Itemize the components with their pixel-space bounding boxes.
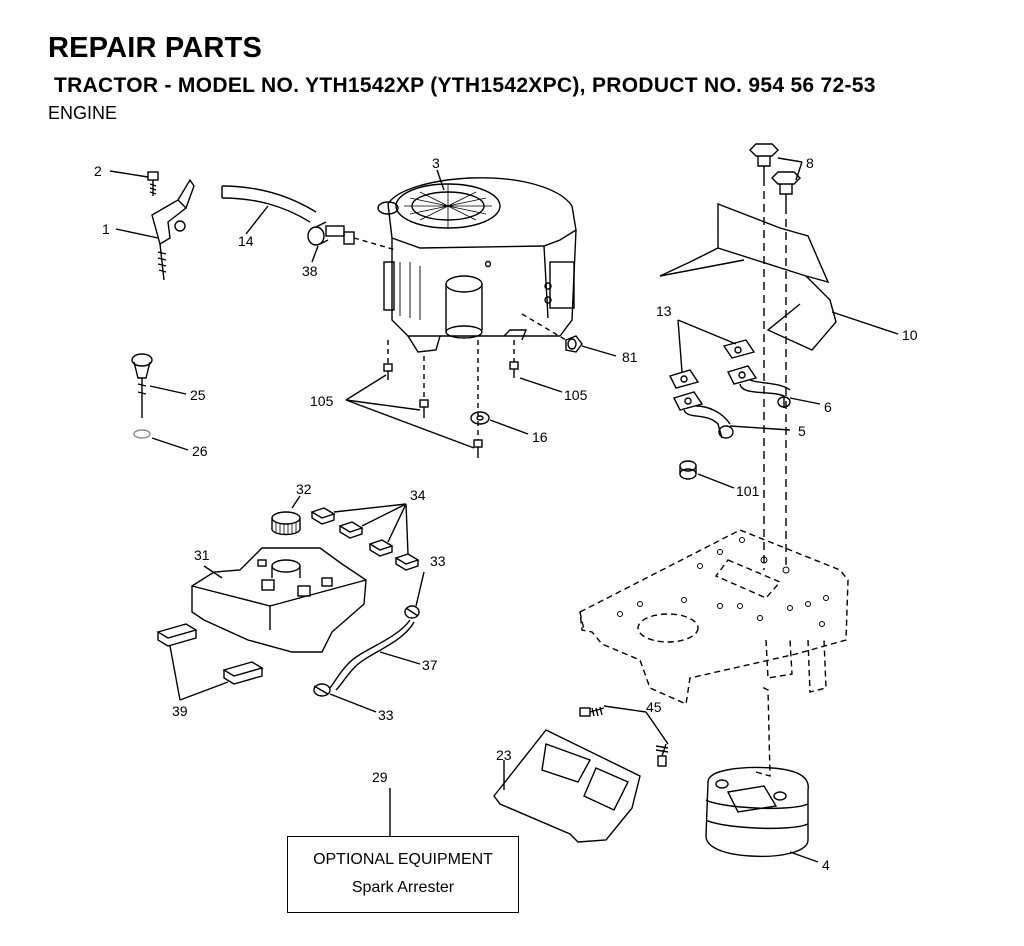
spark-arrester-bracket bbox=[493, 729, 641, 843]
callout-31: 31 bbox=[194, 547, 210, 563]
callout-6: 6 bbox=[824, 399, 832, 415]
callout-25: 25 bbox=[190, 387, 206, 403]
callout-26: 26 bbox=[192, 443, 208, 459]
leader-13 bbox=[677, 319, 737, 345]
spark-arrester-label: Spark Arrester bbox=[351, 879, 455, 896]
bushing-101 bbox=[679, 460, 697, 480]
leader-2 bbox=[109, 170, 149, 178]
callout-13: 13 bbox=[656, 303, 672, 319]
frame-holes bbox=[617, 537, 829, 627]
leader-105b bbox=[519, 377, 563, 393]
leader-6 bbox=[789, 397, 821, 405]
leader-39 bbox=[169, 645, 181, 701]
leader-33b bbox=[329, 693, 377, 713]
callout-2: 2 bbox=[94, 163, 102, 179]
leader-3 bbox=[436, 169, 445, 191]
leader-4 bbox=[789, 851, 819, 863]
fuel-line-37 bbox=[329, 619, 415, 691]
callout-38: 38 bbox=[302, 263, 318, 279]
callout-10: 10 bbox=[902, 327, 918, 343]
section-label: ENGINE bbox=[48, 103, 118, 123]
leader-16 bbox=[489, 419, 529, 435]
dipstick bbox=[131, 353, 153, 418]
foam-strips bbox=[156, 623, 264, 685]
callout-37: 37 bbox=[422, 657, 438, 673]
callout-32: 32 bbox=[296, 481, 312, 497]
knobs-8 bbox=[749, 143, 801, 206]
callout-105b: 105 bbox=[564, 387, 588, 403]
leader-26 bbox=[151, 437, 189, 451]
clamp-33-bottom bbox=[313, 683, 331, 697]
leader-101 bbox=[697, 473, 735, 489]
callout-39: 39 bbox=[172, 703, 188, 719]
exhaust-pipes bbox=[683, 379, 791, 439]
callout-5: 5 bbox=[798, 423, 806, 439]
leader-33a bbox=[415, 571, 425, 607]
callout-45: 45 bbox=[646, 699, 662, 715]
hose-clamp bbox=[307, 221, 355, 246]
leader-31 bbox=[203, 565, 223, 579]
leader-105a bbox=[345, 374, 387, 401]
fuel-hose bbox=[221, 185, 317, 223]
callout-8: 8 bbox=[806, 155, 814, 171]
clamp-33-top bbox=[404, 605, 420, 619]
pads-34 bbox=[310, 507, 420, 571]
throttle-bracket bbox=[151, 178, 195, 281]
leader-34 bbox=[333, 503, 407, 513]
page-subtitle: TRACTOR - MODEL NO. YTH1542XP (YTH1542XP… bbox=[54, 74, 876, 97]
leader-5 bbox=[729, 425, 791, 431]
callout-3: 3 bbox=[432, 155, 440, 171]
fuel-tank bbox=[191, 547, 367, 653]
engine bbox=[377, 177, 577, 353]
bolts-105 bbox=[383, 340, 519, 458]
leader-8 bbox=[777, 157, 803, 163]
frame bbox=[579, 529, 849, 706]
leader-45 bbox=[603, 705, 647, 713]
leader-32 bbox=[291, 495, 301, 509]
callout-23: 23 bbox=[496, 747, 512, 763]
leader-25 bbox=[149, 385, 187, 395]
optional-equipment-box: OPTIONAL EQUIPMENT Spark Arrester bbox=[287, 836, 519, 913]
callout-4: 4 bbox=[822, 857, 830, 873]
fuel-cap bbox=[271, 511, 301, 536]
leader-81 bbox=[581, 345, 617, 357]
callout-14: 14 bbox=[238, 233, 254, 249]
leader-37 bbox=[379, 651, 421, 665]
heat-shield bbox=[659, 202, 837, 351]
muffler bbox=[705, 685, 809, 858]
washer-16 bbox=[470, 411, 490, 425]
screws-45 bbox=[579, 706, 669, 767]
callout-33b: 33 bbox=[378, 707, 394, 723]
leader-1 bbox=[115, 228, 159, 239]
leader-14 bbox=[245, 205, 269, 235]
callout-16: 16 bbox=[532, 429, 548, 445]
callout-1: 1 bbox=[102, 221, 110, 237]
callout-101: 101 bbox=[736, 483, 760, 499]
optional-equipment-title: OPTIONAL EQUIPMENT bbox=[313, 851, 493, 868]
callout-33a: 33 bbox=[430, 553, 446, 569]
exhaust-gaskets bbox=[669, 339, 758, 411]
screw-2 bbox=[147, 171, 159, 196]
page-title: REPAIR PARTS bbox=[48, 32, 263, 64]
leader-38 bbox=[311, 245, 319, 263]
callout-81: 81 bbox=[622, 349, 638, 365]
callout-29: 29 bbox=[372, 769, 388, 785]
leader-10 bbox=[831, 311, 899, 335]
seal-26 bbox=[133, 429, 151, 439]
nut-81 bbox=[565, 335, 583, 353]
callout-34: 34 bbox=[410, 487, 426, 503]
callout-105a: 105 bbox=[310, 393, 334, 409]
